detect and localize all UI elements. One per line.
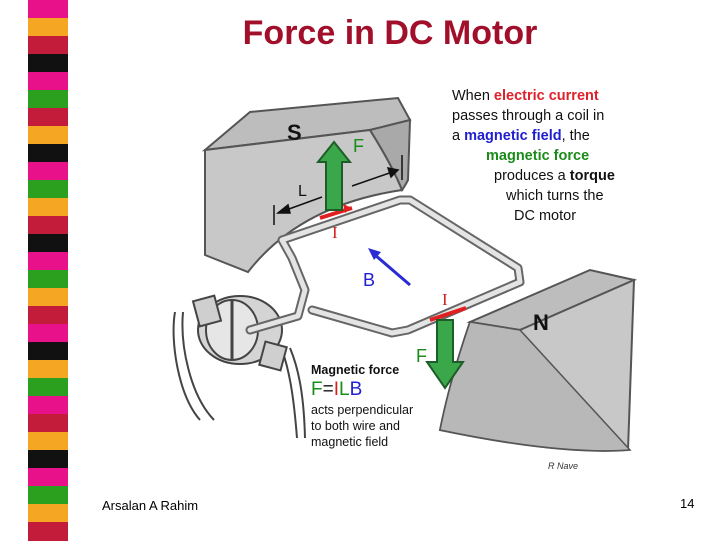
force-arrow-bottom	[425, 319, 465, 390]
strip-segment	[28, 414, 68, 433]
strip-segment	[28, 90, 68, 109]
strip-segment	[28, 342, 68, 361]
caption-line-6: which turns the	[506, 188, 604, 204]
strip-segment	[28, 108, 68, 127]
strip-segment	[28, 198, 68, 217]
caption-line-2: passes through a coil in	[452, 108, 605, 124]
strip-segment	[28, 234, 68, 253]
field-b-label: B	[363, 270, 375, 290]
strip-segment	[28, 468, 68, 487]
strip-segment	[28, 72, 68, 91]
strip-segment	[28, 270, 68, 289]
strip-segment	[28, 18, 68, 37]
strip-segment	[28, 450, 68, 469]
strip-segment	[28, 360, 68, 379]
strip-segment	[28, 486, 68, 505]
strip-segment	[28, 252, 68, 271]
strip-segment	[28, 216, 68, 235]
pole-n-label: N	[533, 310, 549, 335]
strip-segment	[28, 0, 68, 19]
force-bottom-label: F	[416, 346, 427, 366]
caption-line-7: DC motor	[514, 208, 577, 224]
caption-line-4: magnetic force	[486, 148, 590, 164]
strip-segment	[28, 378, 68, 397]
force-formula: F=ILB	[311, 379, 363, 400]
current-marks	[319, 204, 467, 322]
page-number: 14	[680, 496, 695, 511]
magnetic-force-desc-1: acts perpendicular	[311, 403, 414, 417]
strip-segment	[28, 126, 68, 145]
image-credit: R Nave	[548, 461, 579, 471]
strip-segment	[28, 396, 68, 415]
strip-segment	[28, 54, 68, 73]
footer-author: Arsalan A Rahim	[102, 498, 199, 513]
strip-segment	[28, 180, 68, 199]
north-pole-magnet	[438, 268, 638, 452]
length-marker	[273, 155, 403, 225]
magnetic-force-desc-3: magnetic field	[311, 435, 389, 449]
caption-line-5: produces a torque	[494, 168, 615, 184]
wire-coil	[245, 195, 525, 338]
strip-segment	[28, 324, 68, 343]
strip-segment	[28, 162, 68, 181]
slide-title: Force in DC Motor	[242, 14, 538, 52]
decorative-color-strip	[28, 0, 68, 541]
explanation-caption: When electric current passes through a c…	[452, 86, 682, 226]
strip-segment	[28, 288, 68, 307]
strip-segment	[28, 306, 68, 325]
force-top-label: F	[353, 136, 364, 156]
commutator-assembly	[172, 294, 306, 439]
magnetic-force-heading: Magnetic force	[311, 363, 400, 377]
strip-segment	[28, 144, 68, 163]
magnetic-force-desc-2: to both wire and	[311, 419, 400, 433]
caption-line-3: a magnetic field, the	[452, 128, 590, 144]
strip-segment	[28, 36, 68, 55]
caption-line-1: When electric current	[452, 88, 599, 104]
length-label: L	[298, 183, 307, 200]
field-arrow	[368, 248, 411, 287]
pole-s-label: S	[287, 120, 302, 145]
strip-segment	[28, 522, 68, 541]
south-pole-magnet	[201, 96, 412, 274]
strip-segment	[28, 504, 68, 523]
force-arrow-top	[315, 140, 353, 211]
current-right-label: I	[442, 290, 448, 309]
magnetic-force-note: Magnetic force F=ILB acts perpendicular …	[311, 362, 461, 450]
strip-segment	[28, 432, 68, 451]
current-top-label: I	[332, 223, 338, 242]
